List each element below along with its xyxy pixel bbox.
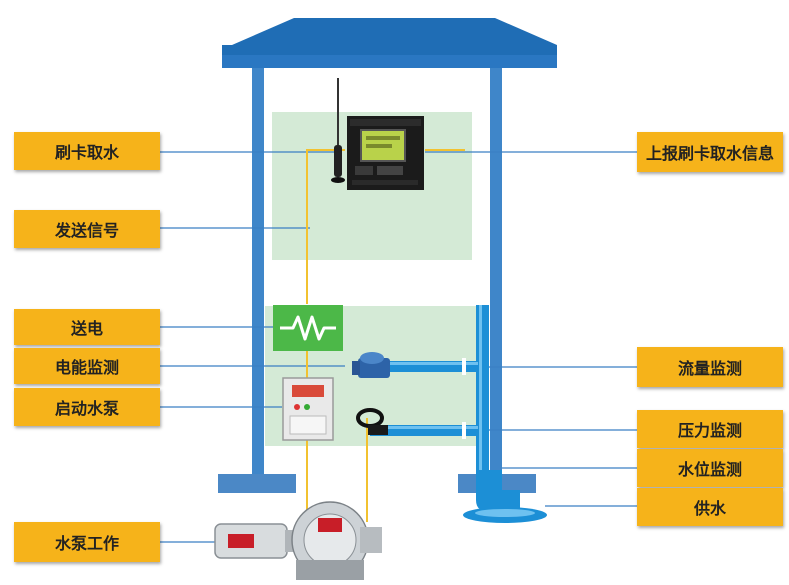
right-pillar (490, 68, 502, 480)
power-switch-icon (273, 305, 343, 351)
label-water-supply: 供水 (637, 488, 783, 526)
flow-pipe (388, 361, 478, 372)
label-text: 压力监测 (677, 421, 742, 440)
water-outlet (463, 470, 547, 523)
label-report-card-info: 上报刷卡取水信息 (637, 132, 783, 172)
label-flow-monitoring: 流量监测 (637, 347, 783, 387)
label-water-level-monitoring: 水位监测 (637, 449, 783, 487)
label-text: 供水 (693, 499, 726, 518)
controller-device (347, 116, 424, 190)
water-pipe-vertical (476, 305, 489, 485)
label-send-power: 送电 (14, 309, 160, 345)
label-text: 上报刷卡取水信息 (645, 144, 774, 163)
label-send-signal: 发送信号 (14, 210, 160, 248)
label-text: 发送信号 (54, 221, 119, 240)
label-text: 水位监测 (677, 460, 742, 479)
water-pipe-vertical-highlight (479, 305, 482, 485)
signal-wire (306, 149, 465, 522)
label-pressure-monitoring: 压力监测 (637, 410, 783, 448)
label-swipe-card-water: 刷卡取水 (14, 132, 160, 170)
flow-meter-icon (352, 352, 390, 378)
label-text: 送电 (70, 319, 103, 338)
label-text: 流量监测 (677, 359, 742, 378)
label-start-pump: 启动水泵 (14, 388, 160, 426)
label-text: 电能监测 (54, 358, 119, 377)
label-text: 启动水泵 (54, 399, 119, 418)
roof-eave (222, 55, 557, 68)
label-text: 刷卡取水 (54, 143, 119, 162)
antenna-icon (331, 78, 345, 183)
left-pillar (252, 68, 264, 480)
leader-lines (160, 151, 637, 543)
label-text: 水泵工作 (54, 534, 119, 553)
water-pump-icon (214, 501, 382, 580)
control-cabinet (282, 377, 334, 441)
pressure-pipe (370, 425, 478, 436)
left-pillar-base (218, 474, 296, 493)
label-pump-working: 水泵工作 (14, 522, 160, 562)
pressure-sensor-icon (356, 408, 388, 435)
label-power-monitoring: 电能监测 (14, 348, 160, 384)
